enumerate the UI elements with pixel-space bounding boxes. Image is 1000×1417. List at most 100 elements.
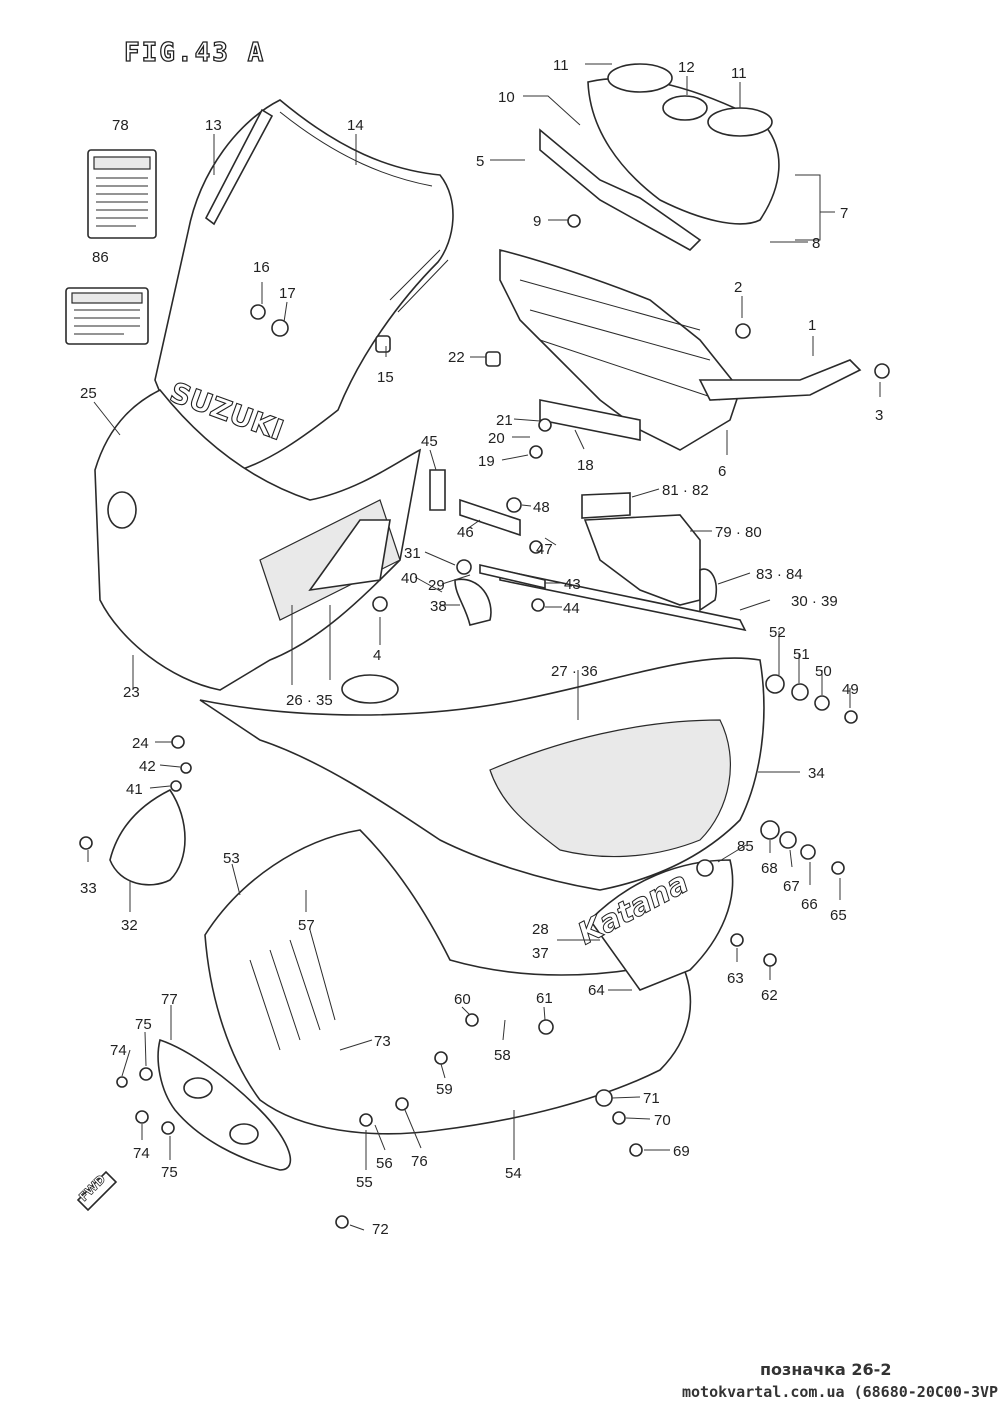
callout: 69 bbox=[673, 1143, 690, 1160]
callout: 32 bbox=[121, 917, 138, 934]
callout: 43 bbox=[564, 576, 581, 593]
page-reference: позначка 26-2 bbox=[760, 1360, 892, 1379]
meter-panel bbox=[539, 63, 780, 251]
callout: 1 bbox=[808, 317, 816, 334]
callout: 85 bbox=[737, 838, 754, 855]
callout: 24 bbox=[132, 735, 149, 752]
callout: 42 bbox=[139, 758, 156, 775]
callout: 70 bbox=[654, 1112, 671, 1129]
callout: 11 bbox=[553, 57, 569, 74]
callout: 71 bbox=[643, 1090, 660, 1107]
callout: 61 bbox=[536, 990, 553, 1007]
callout: 59 bbox=[436, 1081, 453, 1098]
callout: 48 bbox=[533, 499, 550, 516]
callout-labels: 11 12 11 10 78 13 14 5 9 7 8 86 16 17 2 … bbox=[80, 57, 883, 1238]
windscreen: SUZUKI bbox=[154, 99, 454, 471]
callout: 54 bbox=[505, 1165, 522, 1182]
callout: 13 bbox=[205, 117, 222, 134]
callout: 25 bbox=[80, 385, 97, 402]
callout: 52 bbox=[769, 624, 786, 641]
warning-label-86 bbox=[65, 287, 149, 345]
forward-direction-marker: FWD bbox=[76, 1170, 118, 1212]
callout: 60 bbox=[454, 991, 471, 1008]
callout: 22 bbox=[448, 349, 465, 366]
callout: 5 bbox=[476, 153, 484, 170]
callout: 68 bbox=[761, 860, 778, 877]
callout: 14 bbox=[347, 117, 364, 134]
callout: 34 bbox=[808, 765, 825, 782]
callout: 45 bbox=[421, 433, 438, 450]
callout: 79 · 80 bbox=[715, 524, 762, 541]
callout: 9 bbox=[533, 213, 541, 230]
callout: 77 bbox=[161, 991, 178, 1008]
callout: 4 bbox=[373, 647, 381, 664]
callout: 3 bbox=[875, 407, 883, 424]
callout: 16 bbox=[253, 259, 270, 276]
callout: 8 bbox=[812, 235, 820, 252]
callout: 17 bbox=[279, 285, 296, 302]
callout: 62 bbox=[761, 987, 778, 1004]
callout: 51 bbox=[793, 646, 810, 663]
callout: 6 bbox=[718, 463, 726, 480]
callout: 86 bbox=[92, 249, 109, 266]
callout: 11 bbox=[731, 65, 747, 82]
callout: 73 bbox=[374, 1033, 391, 1050]
callout: 37 bbox=[532, 945, 549, 962]
callout: 12 bbox=[678, 59, 695, 76]
callout: 44 bbox=[563, 600, 580, 617]
callout: 10 bbox=[498, 89, 515, 106]
callout: 58 bbox=[494, 1047, 511, 1064]
callout: 20 bbox=[488, 430, 505, 447]
callout: 72 bbox=[372, 1221, 389, 1238]
callout: 47 bbox=[536, 541, 553, 558]
callout: 64 bbox=[588, 982, 605, 999]
callout: 19 bbox=[478, 453, 495, 470]
callout: 63 bbox=[727, 970, 744, 987]
callout: 41 bbox=[126, 781, 143, 798]
source-caption: motokvartal.com.ua (68680-20C00-3VP) bbox=[682, 1383, 1000, 1401]
callout: 27 · 36 bbox=[551, 663, 598, 680]
fasteners bbox=[79, 214, 890, 1229]
callout: 38 bbox=[430, 598, 447, 615]
callout: 55 bbox=[356, 1174, 373, 1191]
callout: 40 bbox=[401, 570, 418, 587]
callout: 26 · 35 bbox=[286, 692, 333, 709]
figure-title: FIG.43 A bbox=[123, 37, 266, 68]
callout: 28 bbox=[532, 921, 549, 938]
callout: 74 bbox=[110, 1042, 127, 1059]
callout: 2 bbox=[734, 279, 742, 296]
callout: 75 bbox=[135, 1016, 152, 1033]
callout: 31 bbox=[404, 545, 421, 562]
callout: 7 bbox=[840, 205, 848, 222]
callout: 15 bbox=[377, 369, 394, 386]
callout: 49 bbox=[842, 681, 859, 698]
leader-lines bbox=[87, 63, 881, 1231]
under-cowling: Katana bbox=[204, 829, 734, 1135]
inner-cover bbox=[109, 788, 186, 886]
callout: 30 · 39 bbox=[791, 593, 838, 610]
callout: 78 bbox=[112, 117, 129, 134]
fairing-brace bbox=[499, 248, 862, 451]
callout: 53 bbox=[223, 850, 240, 867]
callout: 29 bbox=[428, 577, 445, 594]
callout: 65 bbox=[830, 907, 847, 924]
callout: 83 · 84 bbox=[756, 566, 803, 583]
callout: 50 bbox=[815, 663, 832, 680]
lower-cover bbox=[157, 1038, 292, 1171]
callout: 76 bbox=[411, 1153, 428, 1170]
side-panel bbox=[499, 492, 747, 632]
callout: 23 bbox=[123, 684, 140, 701]
callout: 74 bbox=[133, 1145, 150, 1162]
callout: 67 bbox=[783, 878, 800, 895]
mount-brackets bbox=[429, 469, 546, 626]
callout: 33 bbox=[80, 880, 97, 897]
callout: 46 bbox=[457, 524, 474, 541]
callout: 57 bbox=[298, 917, 315, 934]
callout: 75 bbox=[161, 1164, 178, 1181]
callout: 18 bbox=[577, 457, 594, 474]
warning-label-78 bbox=[87, 149, 157, 239]
upper-cowl bbox=[94, 388, 422, 691]
callout: 81 · 82 bbox=[662, 482, 709, 499]
callout: 21 bbox=[496, 412, 513, 429]
